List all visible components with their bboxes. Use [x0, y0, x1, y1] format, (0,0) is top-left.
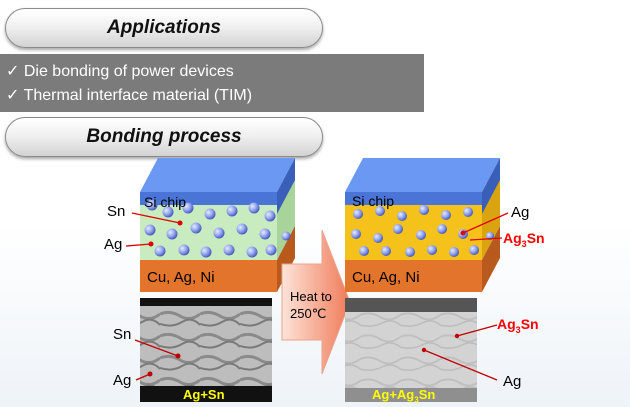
right-micro-caption: Ag+Ag3Sn [372, 387, 436, 405]
left-micro-caption: Ag+Sn [183, 387, 225, 402]
right-substrate-side [482, 226, 500, 292]
applications-list: ✓ Die bonding of power devices ✓ Thermal… [0, 54, 424, 112]
right-micro-ag-label: Ag [503, 373, 522, 390]
right-stack [345, 158, 509, 292]
bonding-process-title: Bonding process [86, 126, 242, 147]
heat-arrow [281, 229, 351, 375]
left-solder-side [277, 180, 295, 260]
bonding-process-header: Bonding process [5, 117, 323, 157]
applications-title: Applications [106, 17, 221, 38]
right-particles [351, 205, 494, 257]
right-ag3sn-label: Ag3Sn [503, 230, 545, 249]
heat-arrow-line1: Heat to [290, 289, 332, 304]
right-substrate-label: Cu, Ag, Ni [352, 269, 420, 286]
left-chip-top [140, 158, 295, 192]
right-micrograph [345, 298, 498, 402]
heat-arrow-line2: 250℃ [290, 306, 327, 321]
application-item-tim: ✓ Thermal interface material (TIM) [6, 87, 253, 104]
left-particles [144, 199, 291, 258]
right-substrate [345, 260, 482, 292]
left-stack [125, 158, 295, 292]
left-micro-ag-label: Ag [113, 372, 132, 389]
right-chip-top [345, 158, 500, 192]
application-item-die-bonding: ✓ Die bonding of power devices [6, 63, 234, 80]
right-ag-label: Ag [511, 204, 530, 221]
left-substrate-label: Cu, Ag, Ni [147, 269, 215, 286]
left-micrograph [134, 298, 272, 402]
left-substrate [140, 260, 277, 292]
left-sn-label: Sn [107, 203, 126, 220]
left-chip-label: Si chip [144, 194, 187, 210]
left-micro-sn-label: Sn [113, 326, 132, 343]
right-micro-ag3sn-label: Ag3Sn [497, 316, 539, 335]
left-ag-label: Ag [104, 236, 123, 253]
right-chip-label: Si chip [352, 193, 395, 209]
applications-header: Applications [5, 8, 323, 48]
